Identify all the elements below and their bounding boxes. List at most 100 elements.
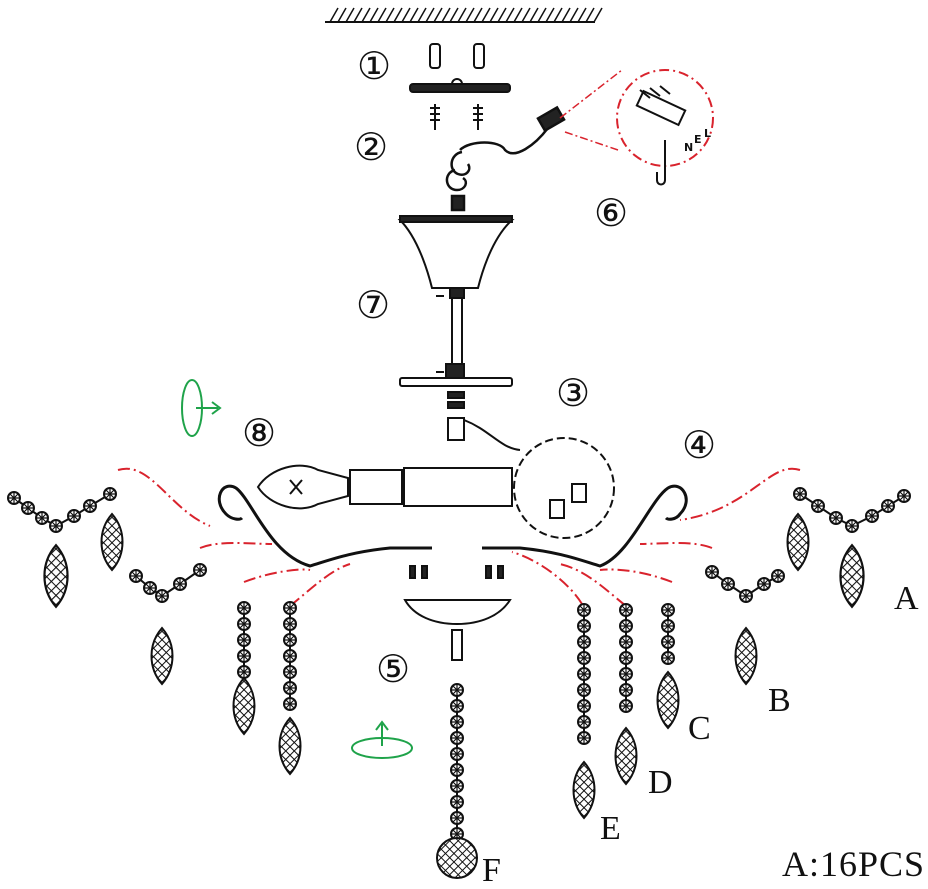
wire-label-n: N [684,141,694,154]
crystal-bead [577,715,591,729]
crystal-bead [143,581,157,595]
crystal-label-e: E [600,810,621,847]
crystal-bead [619,683,633,697]
crystal-label-c: C [688,710,711,747]
crystal-bead [619,667,633,681]
crystal-drop-icon [734,627,758,685]
crystal-bead [173,577,187,591]
crystal-bead [35,511,49,525]
crystal-bead [129,569,143,583]
crystal-drop-icon [839,544,865,608]
crystal-bead [237,617,251,631]
crystal-drop-icon [278,717,302,775]
crystal-bead [237,649,251,663]
crystal-bead [450,811,464,825]
step-2-label: ② [354,125,389,169]
chandelier-arms [217,484,688,568]
crystal-bead [67,509,81,523]
step-7-label: ⑦ [356,283,391,327]
crystal-bead [237,665,251,679]
crystal-bead [577,731,591,745]
crystal-bead [661,603,675,617]
rotate-arrow-horizontal-icon [351,720,413,759]
crystal-bead [283,601,297,615]
crystal-drop-icon [656,671,680,729]
bottom-bowl [403,565,512,661]
guide-lines [117,467,801,607]
crystal-ball-icon [436,837,478,879]
bulb-icon [256,464,513,510]
crystal-bead [661,651,675,665]
crystal-bead [793,487,807,501]
crystal-label-b: B [768,682,791,719]
crystal-drop-icon [232,677,256,735]
crystal-bead [661,635,675,649]
canopy [397,215,515,387]
crystal-bead [283,633,297,647]
crystal-bead [83,499,97,513]
crystal-strands [7,487,911,879]
crystal-bead [450,763,464,777]
crystal-bead [49,519,63,533]
crystal-drop-icon [786,513,810,571]
crystal-bead [865,509,879,523]
crystal-bead [661,619,675,633]
step-4-label: ④ [682,423,717,467]
crystal-bead [577,667,591,681]
crystal-bead [619,651,633,665]
step-8-label: ⑧ [242,411,277,455]
crystal-bead [829,511,843,525]
crystal-bead [811,499,825,513]
quantity-note: A:16PCS [782,844,926,884]
crystal-drop-icon [614,727,638,785]
crystal-label-a: A [894,580,919,617]
crystal-drop-icon [572,761,596,819]
ceiling-hatch-icon [325,7,603,23]
crystal-bead [577,603,591,617]
crystal-bead [283,697,297,711]
crystal-bead [283,665,297,679]
crystal-bead [771,569,785,583]
step-5-label: ⑤ [376,647,411,691]
crystal-bead [450,779,464,793]
wire-label-l: L [704,127,712,140]
crystal-drop-icon [100,513,124,571]
crystal-bead [21,501,35,515]
crystal-bead [619,619,633,633]
crystal-bead [845,519,859,533]
crystal-bead [283,617,297,631]
mounting-plate [409,43,511,130]
wire-label-e: E [694,133,702,146]
crystal-bead [155,589,169,603]
crystal-bead [577,683,591,697]
central-connector [447,391,615,539]
wiring-detail-inset [559,69,714,186]
crystal-bead [757,577,771,591]
crystal-bead [577,635,591,649]
crystal-bead [619,603,633,617]
crystal-bead [577,619,591,633]
crystal-bead [283,681,297,695]
crystal-bead [619,635,633,649]
crystal-bead [705,565,719,579]
crystal-bead [619,699,633,713]
crystal-bead [103,487,117,501]
crystal-bead [450,731,464,745]
crystal-bead [450,683,464,697]
step-6-label: ⑥ [594,191,629,235]
crystal-drop-icon [150,627,174,685]
crystal-bead [283,649,297,663]
hook-and-cable [445,105,566,212]
crystal-bead [450,715,464,729]
crystal-bead [577,699,591,713]
crystal-drop-icon [43,544,69,608]
crystal-bead [237,633,251,647]
crystal-bead [193,563,207,577]
crystal-bead [450,747,464,761]
step-3-label: ③ [556,371,591,415]
crystal-bead [450,699,464,713]
crystal-label-d: D [648,764,673,801]
crystal-label-f: F [482,852,501,889]
